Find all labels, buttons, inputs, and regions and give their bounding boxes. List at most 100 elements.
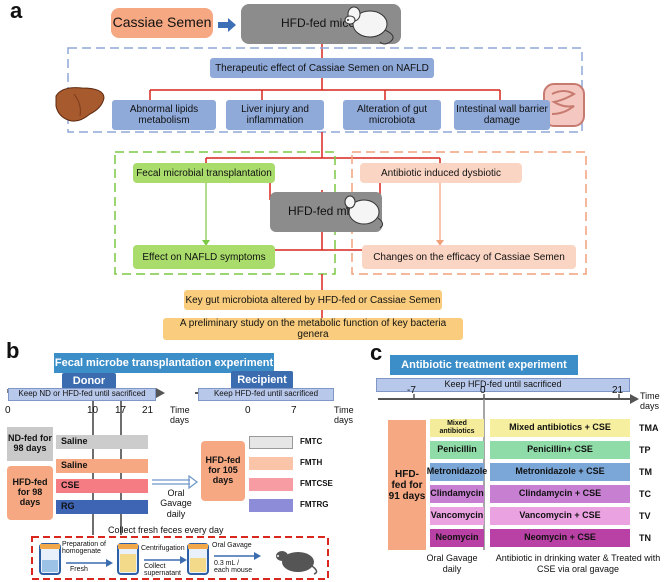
abx-group-code: TV [639, 511, 651, 521]
therapeutic-effect-box: Therapeutic effect of Cassiae Semen on N… [210, 58, 434, 78]
arrow-right-icon [214, 552, 261, 560]
abx-group-code: TP [639, 445, 651, 455]
donor-keep-bar: Keep ND or HFD-fed until sacrificed [8, 388, 156, 401]
abx-box: Antibiotic induced dysbiotic [360, 163, 522, 183]
preliminary-box: A preliminary study on the metabolic fun… [163, 318, 463, 340]
donor-badge: Donor [62, 373, 116, 389]
abx-label: Antibiotic induced dysbiotic [380, 167, 502, 179]
tube-icon [187, 543, 209, 575]
group-cse: CSE [56, 479, 148, 493]
group-saline-nd: Saline [56, 435, 148, 449]
abx-left-cell: Neomycin [430, 529, 484, 547]
panel-a-letter: a [10, 0, 23, 23]
abx-group-code: TM [639, 467, 652, 477]
abx-right-label: Neomycin + CSE [524, 532, 596, 543]
hfd-mice-label-center: HFD-fed mice [288, 204, 363, 219]
abx-right-label: Clindamycin + CSE [518, 488, 602, 499]
abx-right-label: Metronidazole + CSE [515, 466, 605, 477]
abx-right-label: Penicillin+ CSE [527, 444, 593, 455]
abx-experiment-title-label: Antibiotic treatment experiment [401, 358, 567, 371]
step2-label: Centrifugation [141, 545, 185, 552]
recipient-keep-label: Keep HFD-fed until sacrificed [213, 389, 319, 399]
abx-right-label: Mixed antibiotics + CSE [509, 422, 611, 433]
fmt-experiment-title: Fecal microbe transplantation experiment [54, 353, 274, 373]
abx-left-label: Clindamycin [430, 488, 484, 499]
abx-experiment-title: Antibiotic treatment experiment [390, 355, 578, 375]
group-saline-hfd: Saline [56, 459, 148, 473]
recipient-badge: Recipient [231, 371, 293, 389]
mouse-icon [276, 551, 318, 575]
abx-left-cell: Metronidazole [427, 463, 487, 481]
recipient-tick-7: 7 [291, 405, 297, 416]
group-rg-label: RG [61, 501, 75, 512]
donor-tick-17: 17 [115, 405, 127, 416]
preliminary-label: A preliminary study on the metabolic fun… [179, 318, 447, 340]
abx-footer-left: Oral Gavage daily [426, 553, 478, 574]
abx-right-cell: Neomycin + CSE [490, 529, 630, 547]
abx-tick-21: 21 [612, 385, 624, 396]
panel-b-letter: b [6, 338, 20, 363]
nd-fed-box: ND-fed for 98 days [7, 427, 53, 461]
effect-nafld-label: Effect on NAFLD symptoms [142, 251, 266, 263]
procedure-dashed-frame [31, 536, 329, 580]
abx-left-label: Neomycin [435, 532, 479, 543]
key-microbiota-label: Key gut microbiota altered by HFD-fed or… [185, 294, 441, 306]
effect-nafld-box: Effect on NAFLD symptoms [133, 245, 275, 269]
hfd-91-label: HFD-fed for 91 days [388, 468, 426, 502]
hfd-105-label: HFD-fed for 105 days [205, 455, 241, 485]
step1-label: Preparation of homogenate [62, 541, 106, 556]
fmth-label: FMTH [300, 458, 323, 467]
donor-tick-10: 10 [87, 405, 99, 416]
group-rg: RG [56, 500, 148, 514]
cassiae-semen-label: Cassiae Semen [112, 14, 212, 31]
donor-tick-21: 21 [142, 405, 154, 416]
effect-microbiota-box: Alteration of gut microbiota [343, 100, 441, 130]
fmt-experiment-title-label: Fecal microbe transplantation experiment [54, 356, 274, 369]
step3-label: Oral Gavage [212, 542, 252, 549]
changes-box: Changes on the efficacy of Cassiae Semen [362, 245, 576, 269]
abx-left-cell: Penicillin [430, 441, 484, 459]
recipient-keep-bar: Keep HFD-fed until sacrificed [198, 388, 334, 401]
abx-left-cell: Vancomycin [430, 507, 484, 525]
abx-left-cell: Clindamycin [430, 485, 484, 503]
hfd-mice-label-top: HFD-fed mice [281, 16, 356, 31]
abx-right-cell: Clindamycin + CSE [490, 485, 630, 503]
abx-group-code: TMA [639, 423, 659, 433]
abx-right-cell: Mixed antibiotics + CSE [490, 419, 630, 437]
recipient-tick-0: 0 [245, 405, 251, 416]
effect-lipids-box: Abnormal lipids metabolism [112, 100, 216, 130]
donor-time-label: Time days [170, 405, 190, 425]
panel-c-letter: c [370, 340, 383, 365]
abx-left-label: Metronidazole [426, 466, 488, 477]
recipient-time-label: Time days [334, 405, 354, 425]
arrow-right-icon [66, 559, 113, 567]
abx-right-cell: Metronidazole + CSE [490, 463, 630, 481]
abx-right-cell: Vancomycin + CSE [490, 507, 630, 525]
tube-icon [39, 543, 61, 575]
donor-label: Donor [72, 374, 106, 387]
liver-icon [55, 87, 105, 122]
step2b-label: Collect supernatant [144, 563, 181, 578]
hfd-98-label: HFD-fed for 98 days [12, 477, 48, 507]
abx-footer-right: Antibiotic in drinking water & Treated w… [495, 553, 661, 574]
effect-barrier-box: Intestinal wall barrier damage [454, 100, 550, 130]
intestine-icon [543, 83, 585, 127]
cassiae-semen-box: Cassiae Semen [111, 8, 213, 38]
step1b-label: Fresh [70, 566, 88, 573]
abx-left-label: Mixed antibiotics [439, 420, 475, 435]
arrow-right-icon [144, 556, 187, 564]
abx-time-label: Time days [640, 391, 660, 411]
fmtcse-label: FMTCSE [300, 479, 333, 488]
effect-lipids-label: Abnormal lipids metabolism [129, 104, 199, 126]
abx-keep-label: Keep HFD-fed until sacrificed [444, 379, 562, 390]
mouse-icon [344, 195, 384, 229]
abx-tick-0: 0 [480, 385, 486, 396]
recipient-label: Recipient [237, 373, 287, 386]
fmtc-bar [249, 436, 293, 449]
group-saline-hfd-label: Saline [61, 460, 88, 471]
group-saline-nd-label: Saline [61, 436, 88, 447]
effect-microbiota-label: Alteration of gut microbiota [356, 104, 428, 126]
effect-liver-label: Liver injury and inflammation [241, 104, 309, 126]
hfd-91-box: HFD-fed for 91 days [388, 420, 426, 550]
effect-liver-box: Liver injury and inflammation [226, 100, 324, 130]
